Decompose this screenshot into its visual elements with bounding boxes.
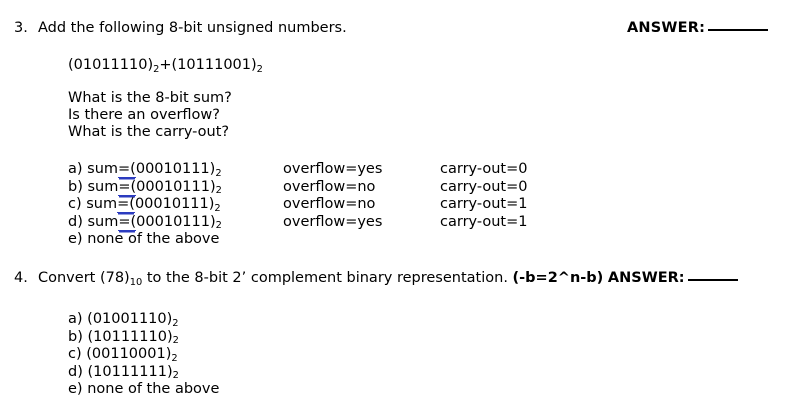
- question-3-expression: (01011110)2+(10111001)2: [68, 56, 263, 74]
- option-a-overflow: overflow=yes: [283, 161, 383, 177]
- question-4-options: a) (01001110)2 b) (10111110)2 c) (001100…: [0, 311, 811, 399]
- option-c-edit-mark: =(: [117, 196, 135, 213]
- option-d-overflow: overflow=yes: [283, 213, 383, 230]
- q4-option-d: d) (10111111)2: [68, 364, 179, 382]
- option-row[interactable]: d) sum=(00010111)2 overflow=yes carry-ou…: [0, 213, 811, 232]
- q4-option-a: a) (01001110)2: [68, 311, 179, 329]
- option-c-sum-prefix: sum: [86, 196, 118, 212]
- q4-option-d-letter: d): [68, 363, 83, 380]
- option-b-sum-prefix: sum: [87, 178, 119, 195]
- question-4-text-part2: to the 8-bit 2’ complement binary repres…: [142, 270, 513, 286]
- option-c-sum-value: 00010111): [134, 196, 215, 212]
- option-d-sum-prefix: sum: [87, 213, 119, 230]
- question-3-options: a) sum=(00010111)2 overflow=yes carry-ou…: [0, 161, 811, 249]
- expression-left-base: 2: [153, 63, 160, 75]
- q4-option-d-base: 2: [172, 370, 179, 382]
- q4-option-c-letter: c): [68, 346, 82, 362]
- option-d-sum-base: 2: [215, 220, 222, 232]
- option-a-sum-prefix: sum: [87, 161, 119, 177]
- question-3-answer-blank[interactable]: [708, 29, 769, 31]
- option-b-overflow: overflow=no: [283, 178, 376, 195]
- option-row[interactable]: e) none of the above: [0, 231, 811, 249]
- option-row[interactable]: a) sum=(00010111)2 overflow=yes carry-ou…: [0, 161, 811, 179]
- option-row[interactable]: e) none of the above: [0, 381, 811, 399]
- prompt-sum: What is the 8-bit sum?: [68, 90, 232, 106]
- q4-option-a-base: 2: [172, 317, 179, 329]
- q4-option-b: b) (10111110)2: [68, 329, 179, 347]
- expression-left-value: (01011110): [68, 57, 154, 73]
- q4-option-c-base: 2: [171, 352, 178, 364]
- option-c-carry-out: carry-out=1: [440, 196, 528, 212]
- q4-option-b-letter: b): [68, 328, 83, 345]
- option-a-carry-out: carry-out=0: [440, 161, 528, 177]
- question-4-decimal-base: 10: [129, 276, 143, 288]
- option-d-edit-mark: =(: [118, 213, 137, 231]
- question-4-text: Convert (78)10 to the 8-bit 2’ complemen…: [38, 269, 738, 287]
- option-a-edit-mark: =(: [118, 161, 136, 178]
- option-row[interactable]: c) sum=(00010111)2 overflow=no carry-out…: [0, 196, 811, 214]
- option-b-letter: b): [68, 178, 83, 195]
- q4-option-c: c) (00110001)2: [68, 346, 178, 364]
- question-4-answer-label: ANSWER:: [607, 270, 685, 286]
- question-4-number: 4.: [14, 270, 28, 286]
- question-4-formula: (-b=2^n-b): [512, 270, 604, 286]
- option-a-letter: a): [68, 161, 83, 177]
- question-3-answer-label: ANSWER:: [627, 20, 706, 36]
- q4-option-a-value: (01001110): [87, 311, 173, 327]
- option-a-sum: a) sum=(00010111)2: [68, 161, 222, 179]
- q4-option-b-value: (10111110): [87, 328, 173, 345]
- prompt-carry-out: What is the carry-out?: [68, 124, 230, 140]
- prompt-overflow: Is there an overflow?: [68, 107, 220, 123]
- question-3-answer-area: ANSWER:: [627, 19, 769, 37]
- q4-option-e: e) none of the above: [68, 381, 219, 399]
- q4-option-e-letter: e): [68, 381, 83, 397]
- option-row[interactable]: c) (00110001)2: [0, 346, 811, 364]
- option-row[interactable]: a) (01001110)2: [0, 311, 811, 329]
- option-d-letter: d): [68, 213, 83, 230]
- option-c-sum: c) sum=(00010111)2: [68, 196, 221, 214]
- q4-option-e-text: none of the above: [87, 381, 220, 397]
- q4-option-d-value: (10111111): [87, 363, 173, 380]
- option-d-sum-value: 00010111): [136, 213, 216, 230]
- option-b-sum-base: 2: [215, 185, 222, 197]
- option-b-edit-mark: =(: [118, 178, 137, 196]
- expression-right-base: 2: [256, 63, 263, 75]
- option-d-carry-out: carry-out=1: [440, 213, 528, 230]
- option-d-sum: d) sum=(00010111)2: [68, 213, 222, 232]
- option-a-sum-base: 2: [215, 167, 222, 179]
- option-e-letter: e): [68, 231, 83, 247]
- question-4-text-part1: Convert (78): [38, 270, 130, 286]
- question-3-text: Add the following 8-bit unsigned numbers…: [38, 20, 347, 36]
- option-e-text: none of the above: [87, 231, 220, 247]
- expression-right-value: (10111001): [171, 57, 257, 73]
- option-e: e) none of the above: [68, 231, 219, 249]
- option-c-overflow: overflow=no: [283, 196, 376, 212]
- option-b-sum-value: 00010111): [136, 178, 216, 195]
- question-3-number: 3.: [14, 20, 28, 36]
- question-4-answer-blank[interactable]: [687, 279, 738, 281]
- option-row[interactable]: d) (10111111)2: [0, 364, 811, 382]
- option-c-sum-base: 2: [214, 202, 221, 214]
- option-row[interactable]: b) sum=(00010111)2 overflow=no carry-out…: [0, 178, 811, 197]
- expression-operator: +: [159, 57, 172, 73]
- option-b-carry-out: carry-out=0: [440, 178, 528, 195]
- option-a-sum-value: 00010111): [135, 161, 216, 177]
- q4-option-a-letter: a): [68, 311, 83, 327]
- q4-option-b-base: 2: [172, 335, 179, 347]
- option-row[interactable]: b) (10111110)2: [0, 329, 811, 347]
- option-c-letter: c): [68, 196, 82, 212]
- option-b-sum: b) sum=(00010111)2: [68, 178, 222, 197]
- question-3-prompts: What is the 8-bit sum? Is there an overf…: [68, 90, 232, 141]
- q4-option-c-value: (00110001): [86, 346, 172, 362]
